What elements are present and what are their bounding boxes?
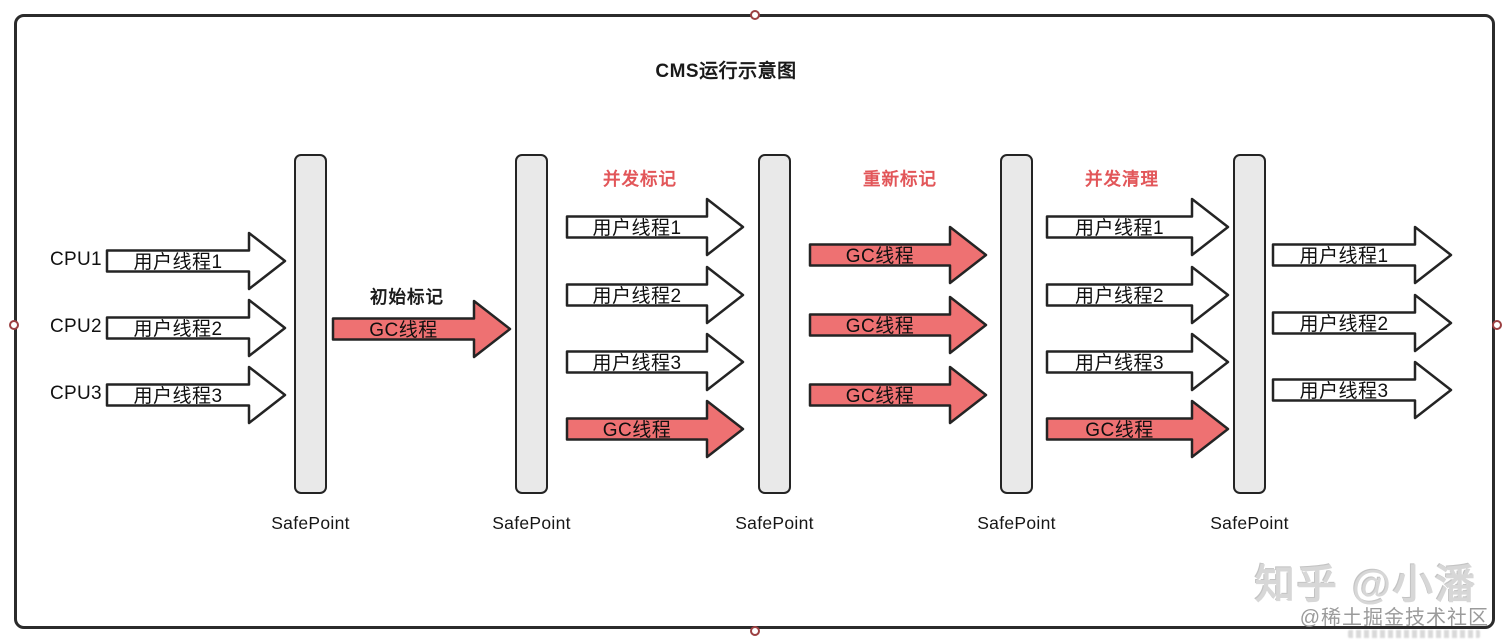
arrow-label: 用户线程3 bbox=[592, 352, 681, 374]
watermark-zhihu: 知乎 @小潘 bbox=[1254, 563, 1477, 607]
arrow-label: GC线程 bbox=[1085, 419, 1154, 441]
watermark-juejin: @稀土掘金技术社区 bbox=[1299, 607, 1489, 629]
resize-handle-left[interactable] bbox=[9, 320, 19, 330]
user-thread-arrow: 用户线程3 bbox=[1045, 332, 1230, 392]
cpu-label-1: CPU1 bbox=[50, 249, 102, 270]
safepoint-bar-5 bbox=[1233, 154, 1266, 494]
arrow-label: 用户线程1 bbox=[1299, 245, 1388, 267]
arrow-label: 用户线程2 bbox=[592, 285, 681, 307]
gc-thread-arrow: GC线程 bbox=[808, 365, 988, 425]
user-thread-arrow: 用户线程2 bbox=[565, 265, 745, 325]
arrow-label: 用户线程1 bbox=[1075, 217, 1164, 239]
diagram-title: CMS运行示意图 bbox=[655, 61, 797, 82]
arrow-label: 用户线程1 bbox=[133, 251, 222, 273]
user-thread-arrow: 用户线程1 bbox=[1271, 225, 1453, 285]
arrow-label: 用户线程3 bbox=[133, 385, 222, 407]
phase-concurrent-mark: 并发标记 bbox=[603, 169, 677, 189]
user-thread-arrow: 用户线程3 bbox=[105, 365, 287, 425]
user-thread-arrow: 用户线程2 bbox=[105, 298, 287, 358]
arrow-label: 用户线程3 bbox=[1299, 380, 1388, 402]
arrow-label: GC线程 bbox=[603, 419, 672, 441]
user-thread-arrow: 用户线程1 bbox=[1045, 197, 1230, 257]
resize-handle-top[interactable] bbox=[750, 10, 760, 20]
arrow-label: 用户线程2 bbox=[1299, 313, 1388, 335]
safepoint-bar-2 bbox=[515, 154, 548, 494]
cpu-label-3: CPU3 bbox=[50, 383, 102, 404]
phase-initial-mark: 初始标记 bbox=[370, 287, 444, 307]
arrow-label: GC线程 bbox=[846, 245, 915, 267]
arrow-label: 用户线程3 bbox=[1075, 352, 1164, 374]
user-thread-arrow: 用户线程3 bbox=[565, 332, 745, 392]
safepoint-label-5: SafePoint bbox=[1210, 513, 1289, 533]
user-thread-arrow: 用户线程2 bbox=[1045, 265, 1230, 325]
user-thread-arrow: 用户线程1 bbox=[565, 197, 745, 257]
phase-concurrent-sweep: 并发清理 bbox=[1085, 169, 1159, 189]
gc-thread-arrow: GC线程 bbox=[808, 295, 988, 355]
safepoint-bar-4 bbox=[1000, 154, 1033, 494]
user-thread-arrow: 用户线程3 bbox=[1271, 360, 1453, 420]
safepoint-label-3: SafePoint bbox=[735, 513, 814, 533]
gc-thread-arrow: GC线程 bbox=[808, 225, 988, 285]
arrow-label: 用户线程1 bbox=[592, 217, 681, 239]
resize-handle-right[interactable] bbox=[1492, 320, 1502, 330]
arrow-label: GC线程 bbox=[369, 319, 438, 341]
safepoint-bar-3 bbox=[758, 154, 791, 494]
bottom-edge-watermark-smudge bbox=[1348, 630, 1480, 638]
safepoint-label-2: SafePoint bbox=[492, 513, 571, 533]
gc-thread-arrow: GC线程 bbox=[565, 399, 745, 459]
safepoint-label-1: SafePoint bbox=[271, 513, 350, 533]
user-thread-arrow: 用户线程1 bbox=[105, 231, 287, 291]
arrow-label: GC线程 bbox=[846, 315, 915, 337]
safepoint-label-4: SafePoint bbox=[977, 513, 1056, 533]
gc-thread-arrow: GC线程 bbox=[331, 299, 512, 359]
safepoint-bar-1 bbox=[294, 154, 327, 494]
cpu-label-2: CPU2 bbox=[50, 316, 102, 337]
resize-handle-bottom[interactable] bbox=[750, 626, 760, 636]
gc-thread-arrow: GC线程 bbox=[1045, 399, 1230, 459]
arrow-label: GC线程 bbox=[846, 385, 915, 407]
arrow-label: 用户线程2 bbox=[133, 318, 222, 340]
arrow-label: 用户线程2 bbox=[1075, 285, 1164, 307]
user-thread-arrow: 用户线程2 bbox=[1271, 293, 1453, 353]
phase-remark: 重新标记 bbox=[863, 169, 937, 189]
